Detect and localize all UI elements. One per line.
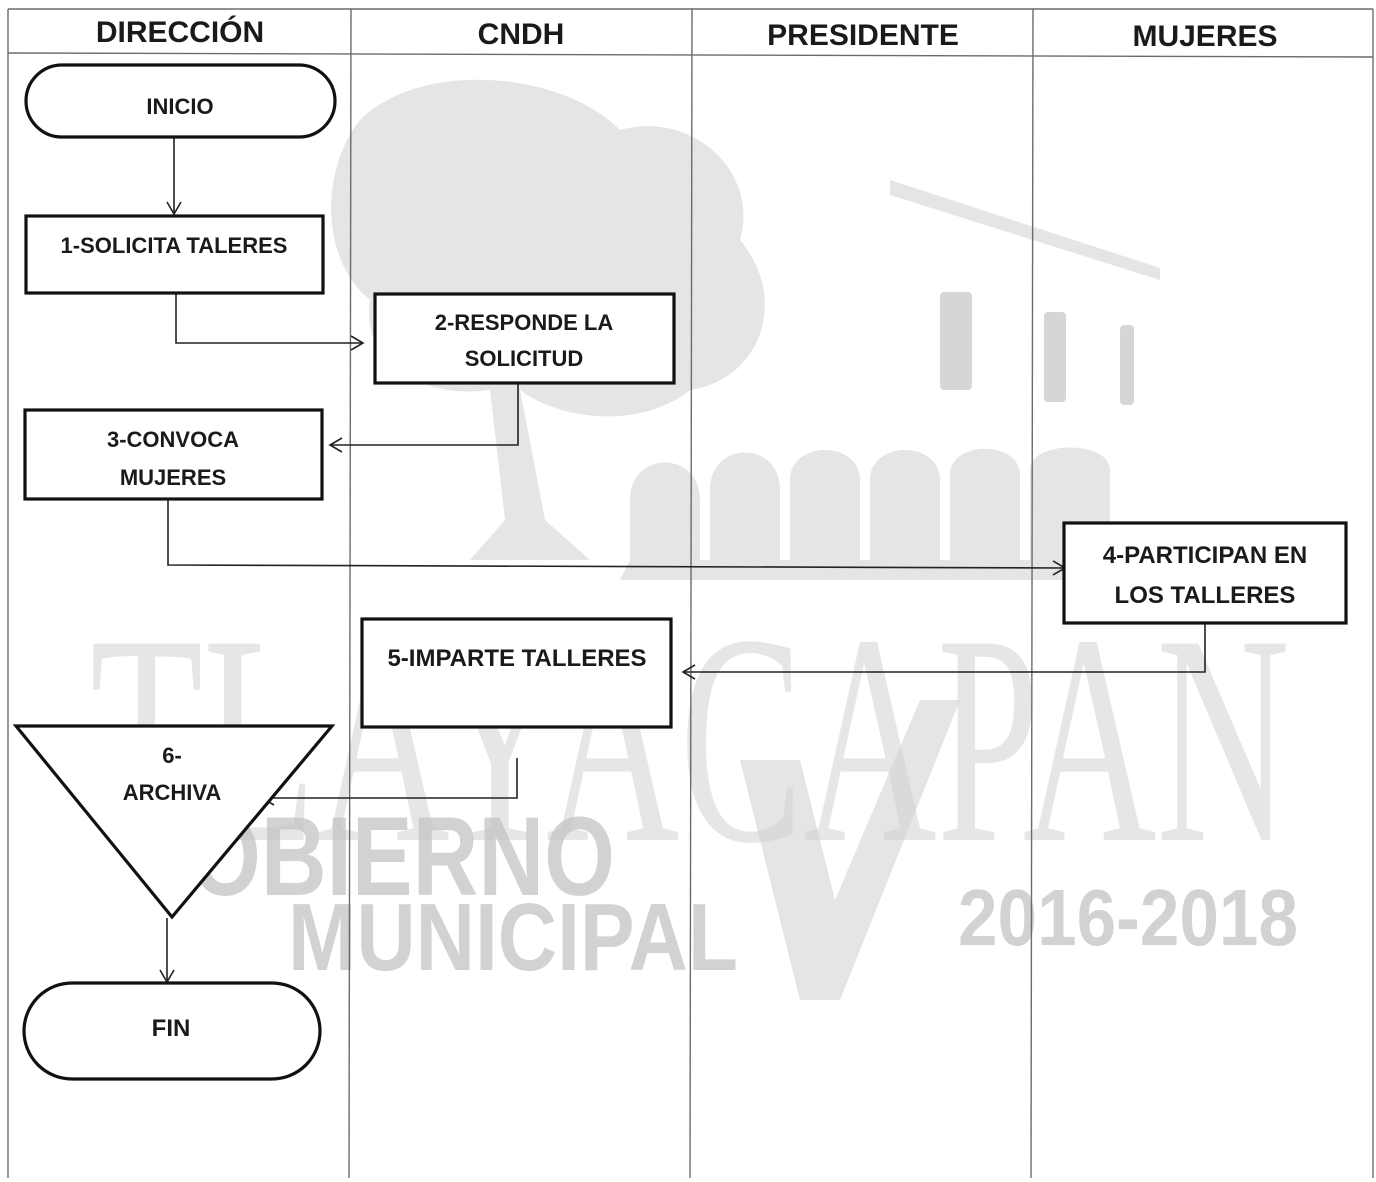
connector-step3-to-step4 (167, 500, 1067, 576)
node-step2-label-line2: SOLICITUD (465, 346, 584, 371)
node-step5: 5-IMPARTE TALLERES (360, 617, 673, 729)
lane-header-presidente: PRESIDENTE (767, 19, 959, 52)
watermark: TLAYACAPAN OBIERNO MUNICIPAL 2016-2018 (90, 79, 1298, 1000)
node-step2: 2-RESPONDE LA SOLICITUD (373, 292, 676, 385)
connector-step2-to-step3 (328, 384, 519, 453)
node-step5-label: 5-IMPARTE TALLERES (387, 645, 646, 672)
watermark-window-2 (1044, 312, 1066, 402)
node-inicio-label: INICIO (146, 94, 213, 119)
node-step1: 1-SOLICITA TALERES (24, 214, 325, 295)
node-step4: 4-PARTICIPAN EN LOS TALLERES (1062, 521, 1348, 625)
node-step1-label: 1-SOLICITA TALERES (61, 233, 288, 258)
lane-headers: DIRECCIÓN CNDH PRESIDENTE MUJERES (96, 15, 1278, 53)
node-step2-label-line1: 2-RESPONDE LA (435, 310, 614, 335)
node-step4-label-line1: 4-PARTICIPAN EN (1103, 542, 1307, 569)
connector-step5-to-step6 (260, 758, 518, 806)
terminator-shape (22, 981, 322, 1081)
node-step3-label-line1: 3-CONVOCA (107, 427, 239, 452)
process-box (373, 292, 676, 385)
watermark-years-text: 2016-2018 (958, 873, 1298, 962)
connectors (159, 138, 1206, 984)
node-step3-label-line2: MUJERES (120, 465, 226, 490)
grid-divider-2 (689, 8, 693, 1179)
grid-header-line (7, 52, 1374, 58)
terminator-shape (24, 63, 337, 139)
watermark-roof-shape (890, 180, 1160, 280)
node-fin: FIN (22, 981, 322, 1081)
watermark-municipal-text: MUNICIPAL (288, 884, 738, 991)
node-step6-label-line1: 6- (162, 743, 182, 768)
lane-header-mujeres: MUJERES (1132, 20, 1277, 53)
swimlane-grid (7, 8, 1374, 1179)
node-step6: 6- ARCHIVA (12, 724, 336, 920)
node-step6-label-line2: ARCHIVA (123, 780, 222, 805)
watermark-window-3 (1120, 325, 1134, 405)
watermark-window-1 (940, 292, 972, 390)
lane-header-cndh: CNDH (478, 18, 565, 51)
watermark-arches (620, 447, 1120, 580)
node-inicio: INICIO (24, 63, 337, 139)
node-fin-label: FIN (152, 1015, 191, 1042)
lane-header-direccion: DIRECCIÓN (96, 15, 264, 49)
process-box (1062, 521, 1348, 625)
grid-divider-3 (1030, 8, 1034, 1179)
connector-step1-to-step2 (175, 293, 365, 351)
node-step4-label-line2: LOS TALLERES (1115, 582, 1296, 609)
node-step3: 3-CONVOCA MUJERES (23, 408, 324, 501)
process-box (360, 617, 673, 729)
grid-divider-1 (348, 8, 352, 1179)
process-box (23, 408, 324, 501)
process-box (24, 214, 325, 295)
watermark-va-shape (740, 700, 960, 1000)
watermark-gobierno-text: OBIERNO (190, 794, 615, 919)
connector-step4-to-step5 (681, 624, 1206, 680)
archive-triangle (12, 724, 336, 920)
